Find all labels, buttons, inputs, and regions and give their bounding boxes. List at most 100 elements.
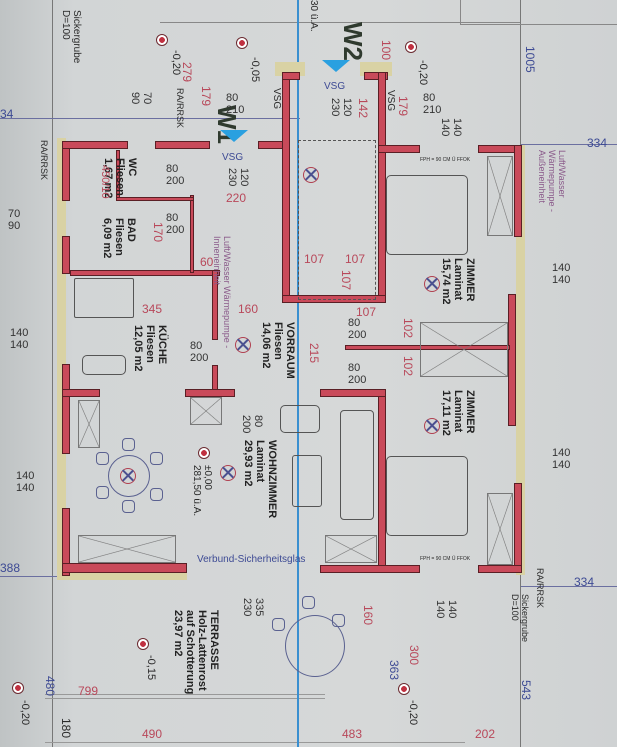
armchair xyxy=(280,405,320,433)
kitchen-counter xyxy=(74,278,134,318)
wall xyxy=(62,141,70,201)
axis-dimension: 543 xyxy=(519,680,533,701)
dimension: 220 xyxy=(226,191,247,205)
room-name: TERRASSE xyxy=(208,610,220,670)
wall xyxy=(62,563,187,573)
dimension: 179 xyxy=(199,86,213,107)
level-text: -0,20 xyxy=(417,60,429,86)
wall xyxy=(212,270,218,340)
terrace-table xyxy=(285,615,345,677)
room-name: WOHNZIMMER xyxy=(266,440,278,519)
room-area: 15,74 m2 xyxy=(440,258,452,305)
cabinet xyxy=(325,535,377,563)
room-label-wohnzimmer: WOHNZIMMER Laminat 29,93 m2 xyxy=(242,440,278,518)
dimension-line xyxy=(45,694,325,695)
dimension-line xyxy=(45,742,465,743)
vsg-label: VSG xyxy=(222,152,244,163)
dimension: 300 xyxy=(407,645,421,666)
ra-rrsk-label: RA/RRSK xyxy=(39,140,49,181)
axis-dimension: 1005 xyxy=(523,46,537,73)
level-marker-icon xyxy=(137,638,149,650)
wall xyxy=(364,72,388,80)
wall xyxy=(62,508,70,576)
axis-dimension: 388 xyxy=(0,561,21,575)
grid-line xyxy=(460,0,461,24)
dimension: 102 xyxy=(401,356,415,377)
room-name: VORRAUM xyxy=(284,322,296,379)
wall xyxy=(378,389,386,573)
room-area: 17,11 m2 xyxy=(440,390,452,436)
wall xyxy=(185,389,235,397)
wall xyxy=(514,483,522,573)
sofa xyxy=(340,410,374,520)
level-text: -0,20 xyxy=(19,700,31,726)
dimension: 490 xyxy=(142,727,163,741)
room-name: WC xyxy=(126,158,138,177)
vsg-label: VSG xyxy=(324,81,346,92)
sickergrube-label: Sickergrube D=100 xyxy=(510,594,530,643)
wall xyxy=(62,389,100,397)
dimension: 799 xyxy=(78,684,99,698)
stair xyxy=(298,140,376,300)
dimension: 215 xyxy=(307,343,321,364)
vsg-label: VSG xyxy=(271,88,282,110)
dimension: 483 xyxy=(342,727,363,741)
wc-note: 450/10 xyxy=(99,165,111,199)
ra-rrsk-label: RA/RRSK xyxy=(535,568,545,609)
grid-line xyxy=(520,586,617,587)
kitchen-island xyxy=(82,355,126,375)
dimension: 180 xyxy=(59,718,73,739)
level-marker-icon xyxy=(156,34,168,46)
room-floor: Holz-Lattenrost xyxy=(196,610,208,691)
grid-line xyxy=(460,24,617,25)
dimension: 179 xyxy=(396,96,410,117)
room-floor: Laminat xyxy=(452,258,464,301)
bed xyxy=(386,456,468,536)
room-sub: auf Schotterung xyxy=(184,610,196,695)
level-marker-icon xyxy=(398,683,410,695)
level-marker-icon xyxy=(198,447,210,459)
room-label-zimmer-1: ZIMMER Laminat 15,74 m2 xyxy=(440,258,476,304)
room-label-bad: BAD Fliesen 6,09 m2 xyxy=(101,218,137,258)
axis-dimension: 34 xyxy=(0,107,14,121)
chair xyxy=(96,486,109,499)
wall xyxy=(116,197,194,201)
wall xyxy=(378,145,420,153)
chair xyxy=(272,618,285,631)
ra-rrsk-label: RA/RRSK xyxy=(175,88,185,129)
level-marker-icon xyxy=(405,41,417,53)
wall xyxy=(320,565,420,573)
level-text: -0,15 xyxy=(145,655,157,681)
level-text: -0,05 xyxy=(249,57,261,83)
ceiling-light-icon xyxy=(220,465,236,481)
level-text: -0,20 xyxy=(407,700,419,726)
dimension: 107 xyxy=(345,252,366,266)
axis-line xyxy=(297,0,299,747)
insulation xyxy=(516,145,525,575)
dimension-line xyxy=(45,698,325,699)
cabinet xyxy=(190,397,222,425)
dimension: 279 xyxy=(180,62,194,83)
ffh-note: FPH = 90 CM Ü FFOK xyxy=(420,157,471,163)
wall xyxy=(508,294,516,426)
dimension: 102 xyxy=(401,318,415,339)
chair xyxy=(122,438,135,451)
level-marker-icon xyxy=(236,37,248,49)
chair xyxy=(302,596,315,609)
ceiling-light-icon xyxy=(235,337,251,353)
wall xyxy=(320,389,386,397)
room-area: 29,93 m2 xyxy=(242,440,254,487)
dimension: 202 xyxy=(475,727,496,741)
